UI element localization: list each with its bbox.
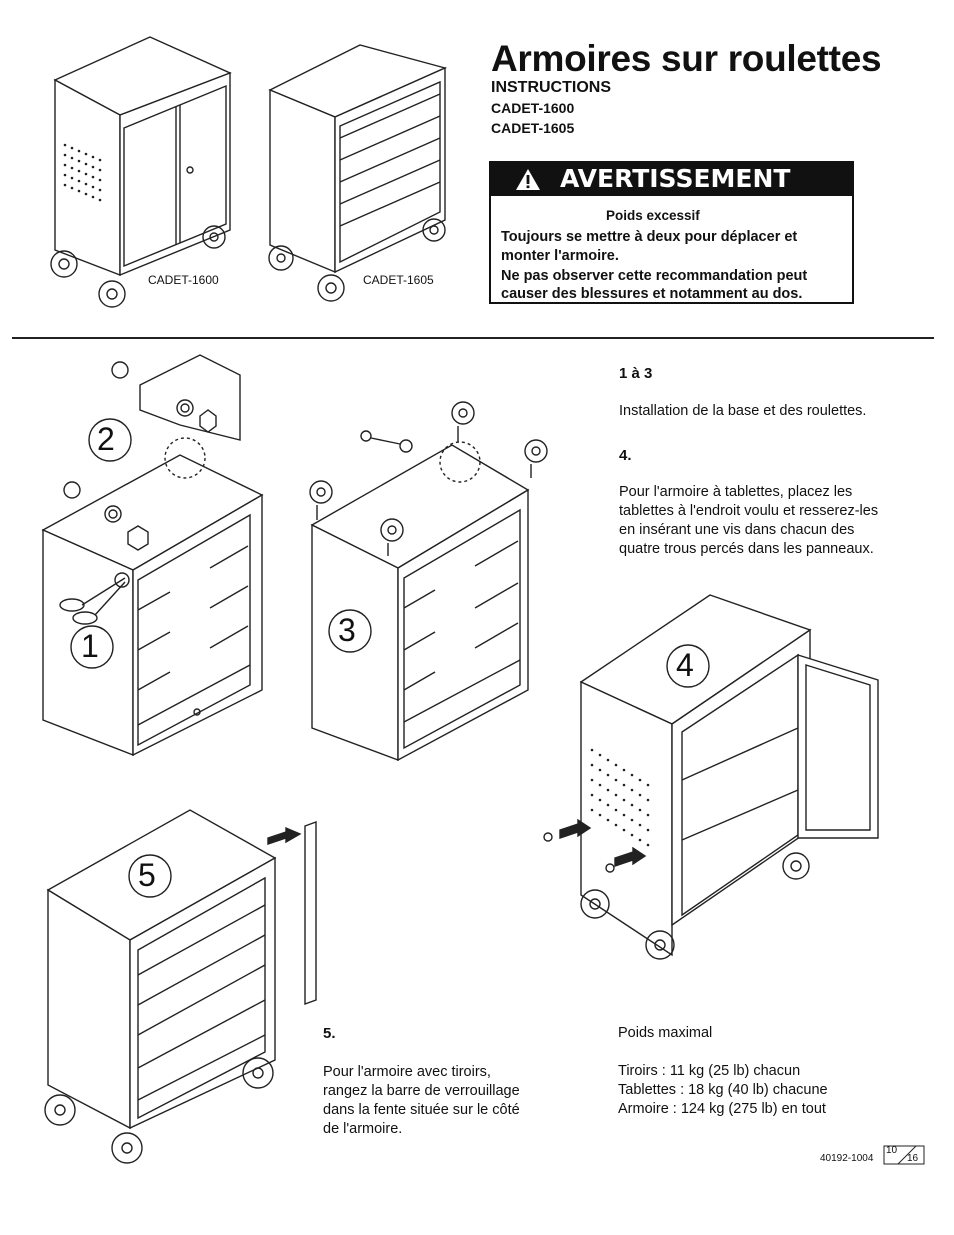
page-total: 16: [907, 1153, 919, 1164]
warning-box: AVERTISSEMENT Poids excessif Toujours se…: [489, 161, 854, 304]
instructions-label: INSTRUCTIONS: [491, 79, 611, 96]
step-4-number: 4: [676, 647, 694, 683]
step-5-number: 5: [138, 857, 156, 893]
step-4-heading: 4.: [619, 447, 632, 464]
step-4-line-1: Pour l'armoire à tablettes, placez les: [619, 484, 853, 500]
step-1-circle: [70, 625, 114, 669]
cabinet-caption: CADET-1600: [148, 273, 219, 287]
section-divider: [12, 337, 934, 339]
page-number: 10: [886, 1145, 898, 1156]
document-number: 40192-1004: [820, 1153, 874, 1164]
page-number-box: [883, 1145, 925, 1165]
steps-1-3-text: Installation de la base et des roulettes…: [619, 403, 867, 419]
warning-line-1: Toujours se mettre à deux pour déplacer …: [501, 229, 798, 245]
step-2-number: 2: [97, 421, 115, 457]
step-5-circle: [128, 854, 172, 898]
step-1-2-illustration: [41, 354, 264, 757]
weights-heading: Poids maximal: [618, 1025, 713, 1041]
warning-heading: AVERTISSEMENT: [560, 164, 791, 193]
steps-1-3-heading: 1 à 3: [619, 365, 653, 382]
step-2-circle: [88, 418, 132, 462]
step-3-illustration: [309, 401, 548, 762]
step-5-heading: 5.: [323, 1025, 336, 1042]
step-3-number: 3: [338, 612, 356, 648]
cabinet-drawer-illustration: [268, 44, 448, 302]
page-title: Armoires sur roulettes: [491, 38, 882, 79]
warning-triangle-icon: [516, 169, 540, 190]
step-4-illustration: [543, 594, 879, 960]
step-4-circle: [666, 644, 710, 688]
warning-header: AVERTISSEMENT: [491, 163, 852, 196]
cabinet-door-illustration: [50, 36, 232, 308]
weight-shelves: Tablettes : 18 kg (40 lb) chacune: [618, 1082, 828, 1098]
warning-subject: Poids excessif: [606, 208, 700, 223]
warning-line-2: monter l'armoire.: [501, 248, 619, 264]
step-5-illustration: [44, 809, 317, 1164]
model-number-1: CADET-1600: [491, 100, 575, 116]
step-3-circle: [328, 609, 372, 653]
step-4-line-3: en insérant une vis dans chacun des: [619, 522, 855, 538]
step-1-number: 1: [81, 628, 99, 664]
drawer-caption: CADET-1605: [363, 273, 434, 287]
step-4-line-2: tablettes à l'endroit voulu et resserez-…: [619, 503, 879, 519]
step-5-line-4: de l'armoire.: [323, 1121, 403, 1137]
step-5-line-1: Pour l'armoire avec tiroirs,: [323, 1064, 491, 1080]
step-4-line-4: quatre trous percés dans les panneaux.: [619, 541, 874, 557]
weight-cabinet: Armoire : 124 kg (275 lb) en tout: [618, 1101, 826, 1117]
step-5-line-2: rangez la barre de verrouillage: [323, 1083, 520, 1099]
step-5-line-3: dans la fente située sur le côté: [323, 1102, 520, 1118]
warning-line-4: causer des blessures et notamment au dos…: [501, 286, 803, 302]
weight-drawers: Tiroirs : 11 kg (25 lb) chacun: [618, 1063, 801, 1079]
model-number-2: CADET-1605: [491, 120, 575, 136]
warning-line-3: Ne pas observer cette recommandation peu…: [501, 268, 808, 284]
